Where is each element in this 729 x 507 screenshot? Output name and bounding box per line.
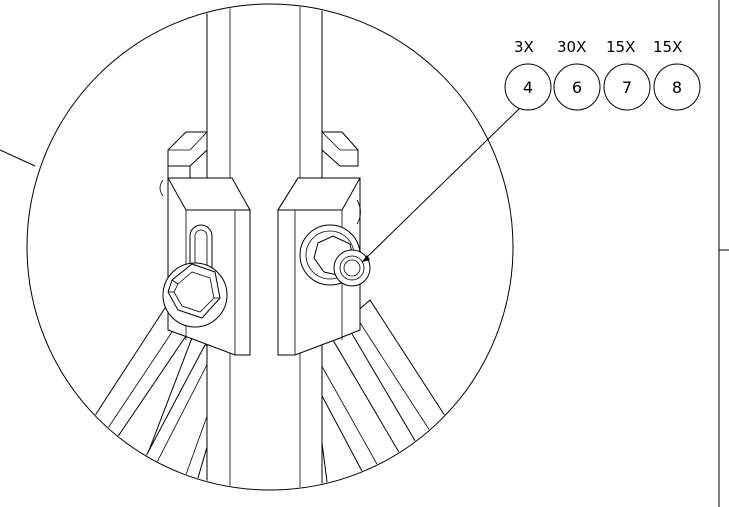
balloon-number-2: 6 bbox=[572, 78, 582, 97]
balloon-number-4: 8 bbox=[672, 78, 682, 97]
leader-arrowhead bbox=[362, 255, 370, 262]
callout-qty-3: 15X bbox=[606, 38, 635, 56]
balloon-number-1: 4 bbox=[523, 78, 533, 97]
balloon-number-3: 7 bbox=[622, 78, 632, 97]
right-clamp-bracket bbox=[277, 131, 371, 356]
item-balloon-2: 6 bbox=[553, 63, 601, 111]
left-clamp-bracket bbox=[159, 131, 251, 356]
callout-qty-4: 15X bbox=[653, 38, 682, 56]
item-balloon-3: 7 bbox=[603, 63, 651, 111]
callout-qty-2: 30X bbox=[557, 38, 586, 56]
callout-qty-1: 3X bbox=[514, 38, 534, 56]
item-balloon-4: 8 bbox=[653, 63, 701, 111]
balloon-leader bbox=[361, 105, 523, 263]
detail-leader-line bbox=[0, 149, 36, 167]
item-balloon-1: 4 bbox=[504, 63, 552, 111]
